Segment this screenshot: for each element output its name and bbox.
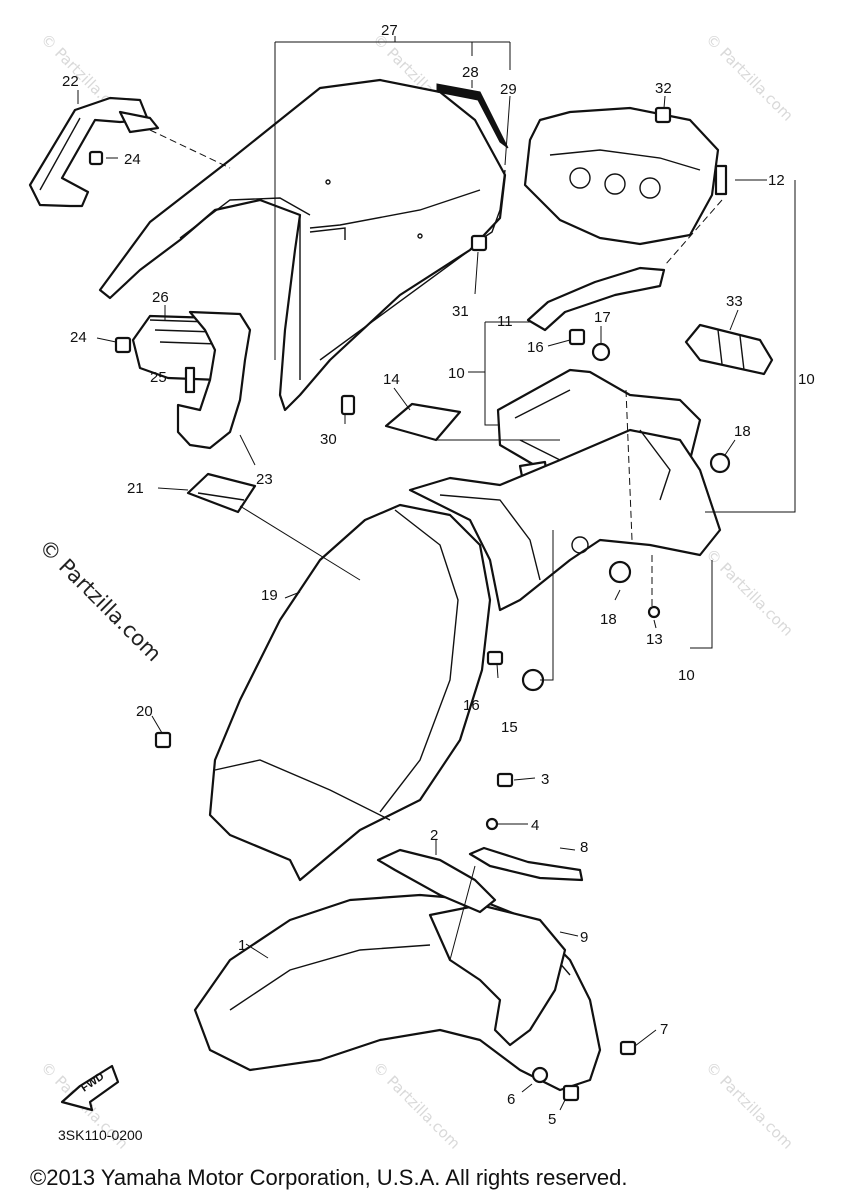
part-27-seat xyxy=(98,78,507,412)
callout-19: 19 xyxy=(261,587,278,604)
callout-30: 30 xyxy=(320,431,337,448)
part-2-brace xyxy=(376,848,497,914)
callout-2: 2 xyxy=(430,827,438,844)
callouts: 1 2 3 4 5 6 7 8 9 10 10 10 11 12 13 14 1… xyxy=(62,22,815,1128)
callout-21: 21 xyxy=(127,480,144,497)
callout-33: 33 xyxy=(726,293,743,310)
callout-10-right: 10 xyxy=(798,371,815,388)
callout-25: 25 xyxy=(150,369,167,386)
callout-1: 1 xyxy=(238,937,246,954)
callout-10-lower: 10 xyxy=(678,667,695,684)
watermark: © Partzilla.com xyxy=(702,30,797,125)
callout-16-lower: 16 xyxy=(463,697,480,714)
callout-10-left: 10 xyxy=(448,365,465,382)
part-9-front-stay xyxy=(428,903,567,1047)
part-rear-fender-top xyxy=(408,428,722,612)
part-29-hook xyxy=(485,169,506,237)
watermark-large: © Partzilla.com xyxy=(34,535,166,667)
callout-23: 23 xyxy=(256,471,273,488)
leader-lines xyxy=(77,36,796,1111)
callout-8: 8 xyxy=(580,839,588,856)
callout-5: 5 xyxy=(548,1111,556,1128)
callout-14: 14 xyxy=(383,371,400,388)
callout-3: 3 xyxy=(541,771,549,788)
part-33-relay xyxy=(684,323,774,376)
callout-7: 7 xyxy=(660,1021,668,1038)
part-14-pad xyxy=(384,402,462,442)
part-21-plate xyxy=(186,472,257,514)
callout-18-right: 18 xyxy=(734,423,751,440)
diagram-code: 3SK110-0200 xyxy=(58,1127,143,1143)
callout-29: 29 xyxy=(500,81,517,98)
watermark: © Partzilla.com xyxy=(702,545,797,640)
part-22-grab-bar xyxy=(28,96,160,208)
callout-27: 27 xyxy=(381,22,398,39)
callout-20: 20 xyxy=(136,703,153,720)
callout-18-lower: 18 xyxy=(600,611,617,628)
part-taillight xyxy=(523,106,720,246)
callout-16-upper: 16 xyxy=(527,339,544,356)
part-23-side-cover xyxy=(176,310,252,450)
callout-9: 9 xyxy=(580,929,588,946)
callout-26: 26 xyxy=(152,289,169,306)
part-19-rear-fender xyxy=(208,503,492,882)
callout-22: 22 xyxy=(62,73,79,90)
callout-13: 13 xyxy=(646,631,663,648)
callout-24-lower: 24 xyxy=(70,329,87,346)
callout-6: 6 xyxy=(507,1091,515,1108)
callout-28: 28 xyxy=(462,64,479,81)
callout-11: 11 xyxy=(497,313,513,330)
watermark: © Partzilla.com xyxy=(702,1058,797,1153)
callout-32: 32 xyxy=(655,80,672,97)
part-8-hose-guide xyxy=(468,846,584,882)
callout-15: 15 xyxy=(501,719,518,736)
callout-31: 31 xyxy=(452,303,469,320)
callout-24-upper: 24 xyxy=(124,151,141,168)
callout-4: 4 xyxy=(531,817,539,834)
watermark: © Partzilla.com xyxy=(369,1058,464,1153)
callout-17: 17 xyxy=(594,309,611,326)
part-28-strip xyxy=(436,83,509,149)
part-11-stay xyxy=(526,266,666,332)
callout-12: 12 xyxy=(768,172,785,189)
copyright-notice: ©2013 Yamaha Motor Corporation, U.S.A. A… xyxy=(30,1165,627,1190)
part-26-bracket xyxy=(131,314,227,382)
